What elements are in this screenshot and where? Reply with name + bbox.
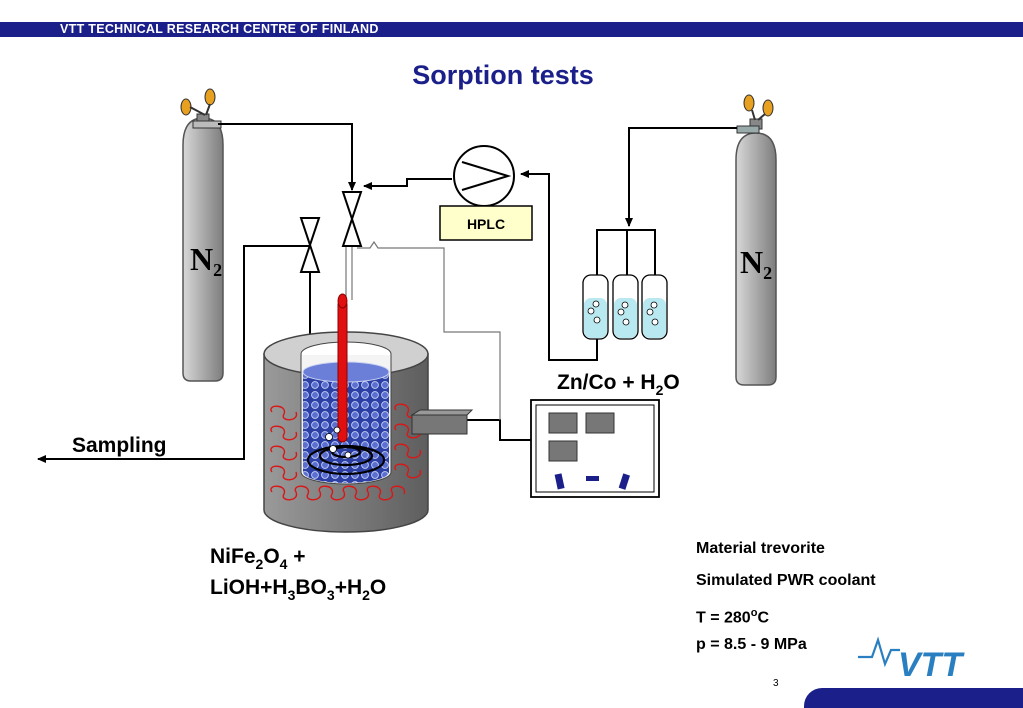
n2-cylinder-left (182, 113, 224, 382)
footer-bar (804, 688, 1023, 708)
page-title: Sorption tests (412, 60, 594, 90)
condition-pressure: p = 8.5 - 9 MPa (696, 636, 807, 653)
zn-co-label: Zn/Co + H2O (557, 371, 680, 398)
sample-tube (612, 274, 639, 340)
condition-material: Material trevorite (696, 540, 825, 557)
valve-left-icon (299, 217, 321, 273)
thermocouple-icon (337, 293, 348, 443)
header-bar: VTT TECHNICAL RESEARCH CENTRE OF FINLAND (0, 22, 1023, 37)
regulator-valve-right-icon (743, 94, 774, 121)
condition-coolant: Simulated PWR coolant (696, 572, 876, 589)
heater-coil (270, 403, 422, 501)
regulator-valve-left-icon (180, 88, 216, 116)
sample-tube (582, 274, 609, 340)
experiment-conditions: Material trevorite Simulated PWR coolant… (696, 538, 876, 666)
sample-tubes (582, 274, 668, 340)
vtt-logo: VTT (858, 636, 965, 684)
switch-icon (618, 473, 630, 490)
sample-tube (641, 274, 668, 340)
hplc-box (439, 205, 533, 241)
mixture-label-line1: NiFe2O4 + (210, 545, 306, 572)
page-number: 3 (773, 678, 779, 689)
probe-connector (411, 414, 468, 435)
switch-icon (554, 473, 565, 490)
vtt-logo-text: VTT (898, 646, 965, 684)
valve-right-icon (341, 191, 363, 247)
n2-label-left: N2 (190, 241, 222, 280)
hplc-pump-icon (453, 145, 515, 207)
gas-bubbles (325, 426, 352, 459)
sampling-label: Sampling (72, 434, 167, 457)
header-text: VTT TECHNICAL RESEARCH CENTRE OF FINLAND (60, 22, 379, 36)
n2-label-right: N2 (740, 244, 772, 283)
condition-temperature: T = 280oC (696, 607, 769, 627)
n2-cylinder-right (735, 118, 777, 386)
temperature-controller (530, 399, 660, 498)
mixture-label-line2: LiOH+H3BO3+H2O (210, 576, 386, 603)
display-panel (548, 412, 578, 434)
display-panel (548, 440, 578, 462)
display-panel (585, 412, 615, 434)
hplc-label: HPLC (467, 216, 505, 232)
switch-icon (586, 476, 599, 481)
